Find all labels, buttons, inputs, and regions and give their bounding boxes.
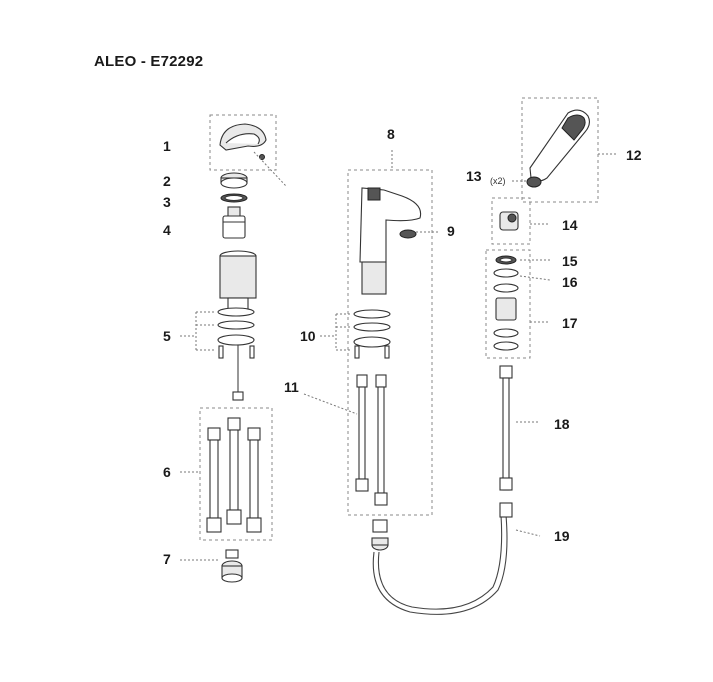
callout-10: 10 [300, 328, 316, 344]
part-6-flex-hoses [180, 407, 273, 541]
part-hose-connector [371, 519, 389, 551]
part-9-aerator [399, 229, 438, 239]
part-14-connector [491, 197, 548, 245]
part-19-hose-end [499, 502, 541, 537]
callout-9: 9 [447, 223, 455, 239]
part-8-spout-body [347, 150, 433, 516]
callout-4: 4 [163, 222, 171, 238]
callout-19: 19 [554, 528, 570, 544]
part-body-cylinder [219, 250, 257, 401]
callout-1: 1 [163, 138, 171, 154]
callout-14: 14 [562, 217, 578, 233]
part-7-connector [180, 549, 243, 583]
quantity-note-x2: (x2) [490, 176, 506, 186]
shower-hose-curve [372, 514, 508, 615]
callout-12: 12 [626, 147, 642, 163]
callout-6: 6 [163, 464, 171, 480]
callout-18: 18 [554, 416, 570, 432]
callout-8: 8 [387, 126, 395, 142]
part-10-washers [320, 309, 391, 359]
part-11-flex-hoses [303, 374, 388, 506]
part-2-cap [220, 172, 248, 189]
callout-17: 17 [562, 315, 578, 331]
part-3-ring [220, 193, 248, 203]
callout-16: 16 [562, 274, 578, 290]
callout-3: 3 [163, 194, 171, 210]
callout-2: 2 [163, 173, 171, 189]
callout-5: 5 [163, 328, 171, 344]
part-13-washer: (x2) [490, 176, 542, 188]
callout-13: 13 [466, 168, 482, 184]
part-12-hand-shower [521, 97, 618, 203]
part-1-handle-lever [209, 114, 287, 187]
callout-7: 7 [163, 551, 171, 567]
part-15-17-hose-fittings [485, 249, 551, 359]
callout-15: 15 [562, 253, 578, 269]
part-4-cartridge [222, 206, 246, 239]
callout-11: 11 [284, 379, 299, 395]
diagram-title: ALEO - E72292 [94, 53, 204, 70]
part-5-washers [180, 307, 255, 359]
part-18-hose-tube [499, 365, 540, 491]
